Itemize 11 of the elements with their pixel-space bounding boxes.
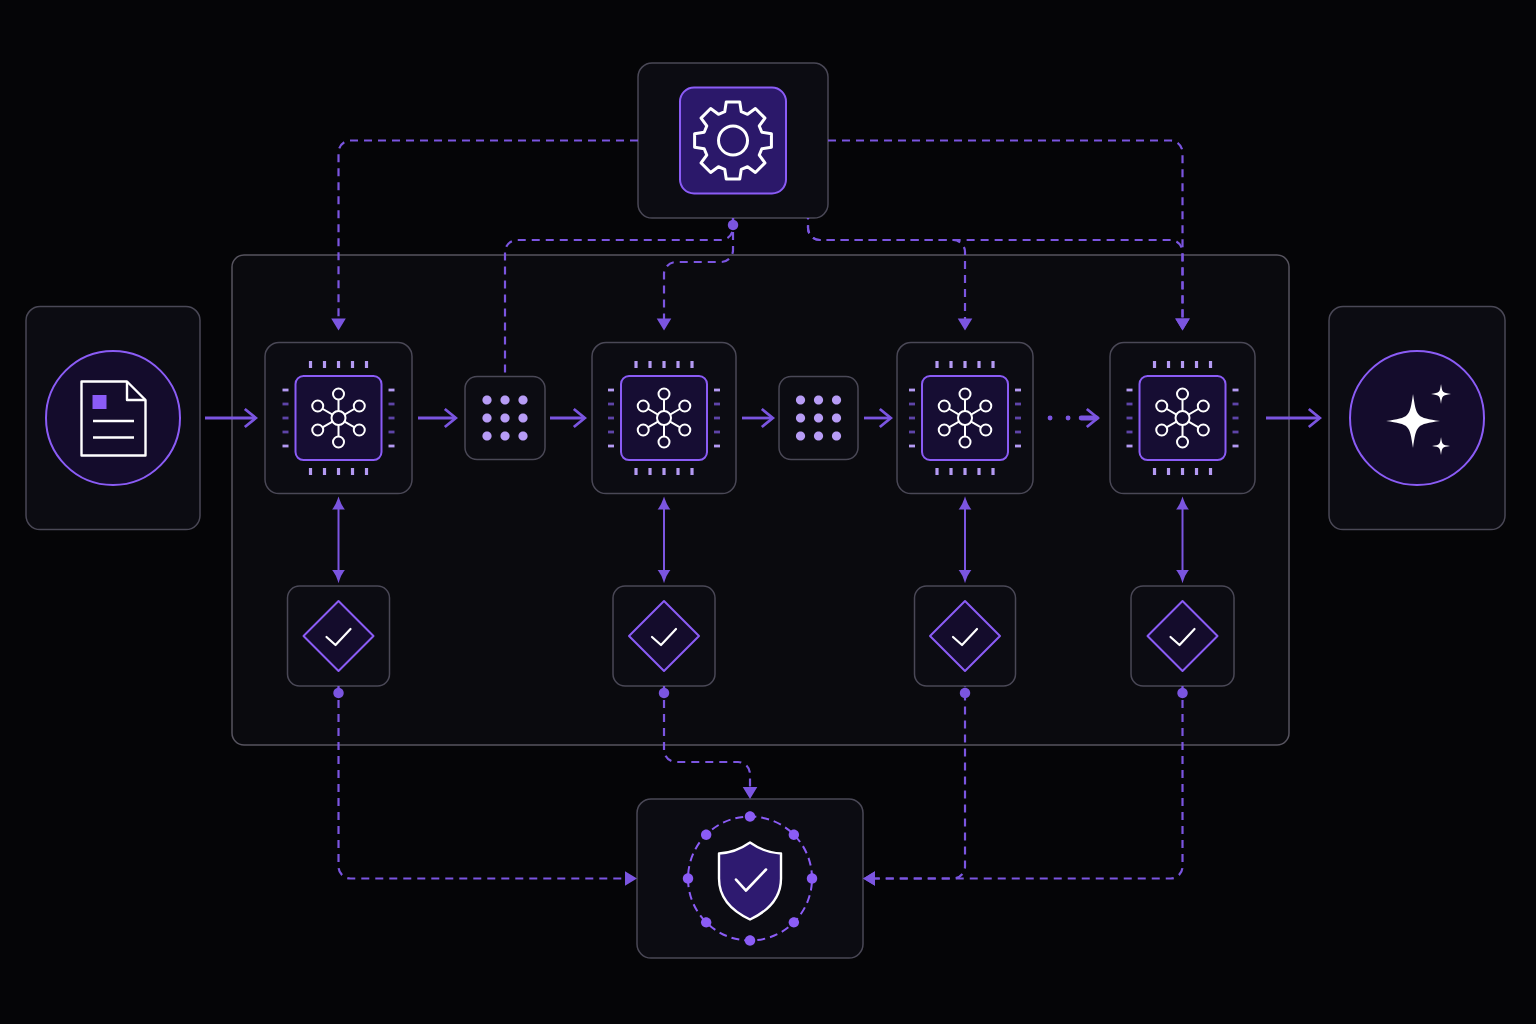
arrow (1266, 407, 1322, 429)
double-arrow (959, 498, 971, 581)
arrow (550, 407, 587, 429)
double-arrow (1177, 498, 1188, 581)
double-arrow (333, 498, 344, 581)
arrow (742, 407, 775, 429)
arrow (205, 407, 258, 429)
dashed-arrow (1047, 407, 1100, 429)
arrow (418, 407, 458, 429)
double-arrow (658, 498, 670, 581)
arrow (864, 407, 893, 429)
